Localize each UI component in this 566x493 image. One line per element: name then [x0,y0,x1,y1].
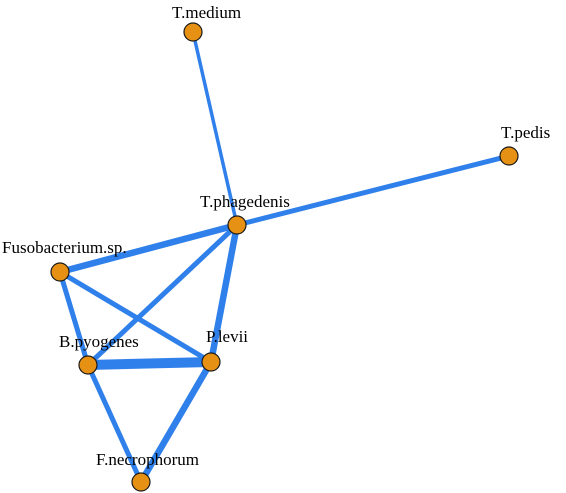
nodes-layer [50,22,519,492]
node-label-bpyogenes: B.pyogenes [59,332,139,351]
node-fusobacterium [50,262,70,282]
node-tphagedenis [227,215,247,235]
node-tpedis [499,146,519,166]
node-label-fnecrophorum: F.necrophorum [96,450,199,469]
node-label-tphagedenis: T.phagedenis [200,192,290,211]
edge-tphagedenis-bpyogenes [85,222,240,368]
node-label-tmedium: T.medium [172,3,241,22]
node-bpyogenes [78,355,98,375]
edge-tphagedenis-fusobacterium [56,221,241,276]
edge-fusobacterium-plevii [57,269,214,365]
node-plevii [201,352,221,372]
edge-bpyogenes-fnecrophorum [85,362,144,485]
edge-tphagedenis-plevii [207,221,241,366]
edge-fusobacterium-bpyogenes [57,269,91,368]
edge-tpedis-tphagedenis [234,153,512,228]
node-fnecrophorum [131,472,151,492]
edge-bpyogenes-plevii [83,357,216,370]
edges-layer [56,30,512,486]
node-label-fusobacterium: Fusobacterium.sp. [2,238,127,257]
labels-layer: T.mediumT.pedisT.phagedenisFusobacterium… [2,3,550,469]
node-label-plevii: P.levii [206,327,248,346]
edge-tmedium-tphagedenis [191,30,239,227]
node-tmedium [183,22,203,42]
node-label-tpedis: T.pedis [501,123,550,142]
edge-plevii-fnecrophorum [137,358,215,486]
